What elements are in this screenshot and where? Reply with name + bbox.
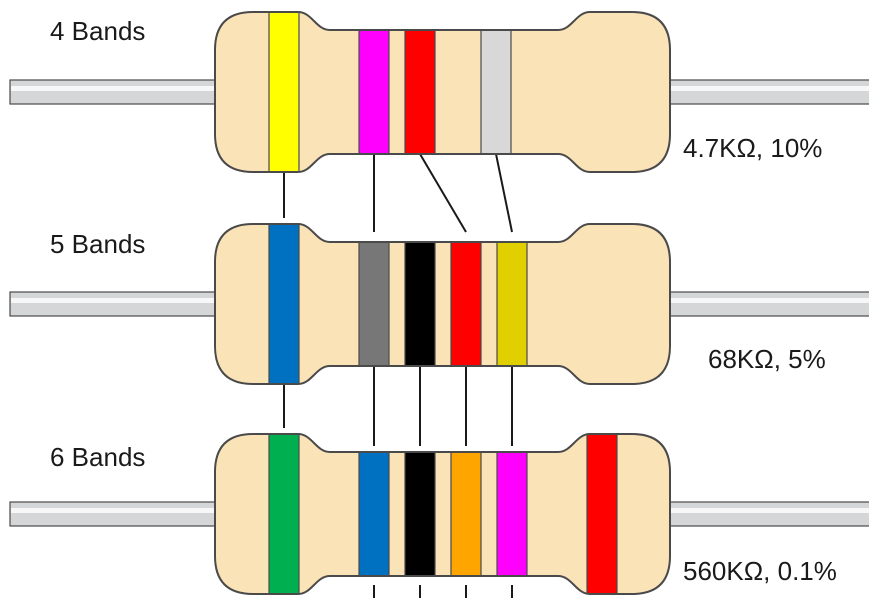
band-blue xyxy=(358,434,390,594)
resistor-6-bands xyxy=(9,433,869,595)
band-violet xyxy=(358,12,390,172)
band-gold xyxy=(496,224,528,384)
band-orange xyxy=(450,434,482,594)
right-lead xyxy=(664,501,869,527)
label-6-bands: 6 Bands xyxy=(50,442,145,472)
resistor-5-bands xyxy=(9,223,869,385)
right-lead xyxy=(664,291,869,317)
band-red xyxy=(404,12,436,172)
band-yellow xyxy=(268,12,300,172)
connector-line xyxy=(419,153,467,233)
band-violet xyxy=(496,434,528,594)
right-lead xyxy=(664,79,869,105)
left-lead xyxy=(9,501,221,527)
band-connectors xyxy=(283,153,513,598)
value-4-bands: 4.7KΩ, 10% xyxy=(683,133,822,163)
band-red xyxy=(450,224,482,384)
value-6-bands: 560KΩ, 0.1% xyxy=(683,556,837,586)
resistor-body xyxy=(215,434,670,594)
label-4-bands: 4 Bands xyxy=(50,16,145,46)
label-5-bands: 5 Bands xyxy=(50,229,145,259)
resistor-body xyxy=(215,12,670,172)
band-gray xyxy=(358,224,390,384)
resistor-body xyxy=(215,224,670,384)
band-black xyxy=(404,434,436,594)
band-silver xyxy=(480,12,512,172)
band-black xyxy=(404,224,436,384)
band-red xyxy=(586,434,618,594)
band-green xyxy=(268,434,300,594)
connector-line xyxy=(495,153,513,233)
resistor-4-bands xyxy=(9,11,869,173)
band-blue xyxy=(268,224,300,384)
left-lead xyxy=(9,291,221,317)
value-5-bands: 68KΩ, 5% xyxy=(708,344,826,374)
left-lead xyxy=(9,79,221,105)
